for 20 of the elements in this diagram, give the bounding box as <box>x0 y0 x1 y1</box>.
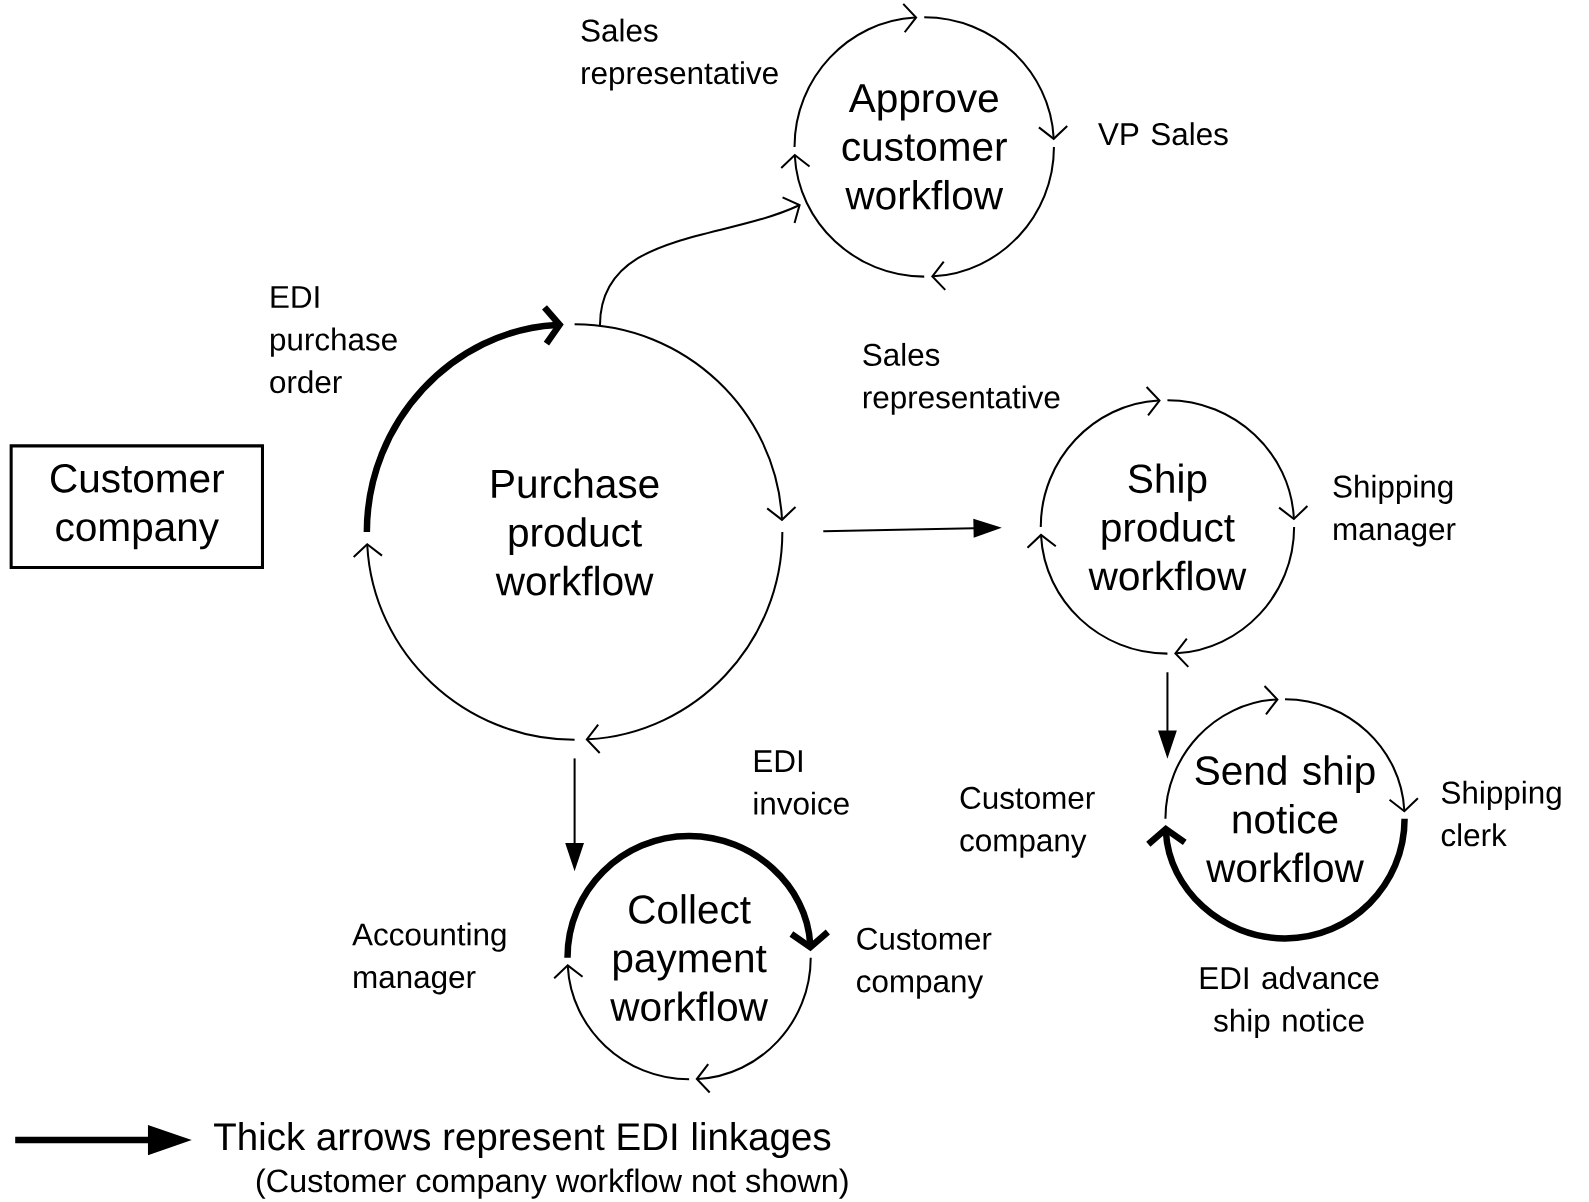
role-label: Accounting manager <box>352 922 506 995</box>
role-label: EDI purchase order <box>270 286 397 394</box>
company-box: Customer company <box>9 444 264 570</box>
workflow-label: Ship product workflow <box>1088 463 1247 591</box>
role-label: Sales representative <box>581 18 778 91</box>
role-label: Customer company <box>857 927 992 999</box>
role-label: Shipping clerk <box>1441 780 1561 847</box>
workflow-label: Purchase product workflow <box>492 468 659 596</box>
role-label: Sales representative <box>863 343 1060 415</box>
role-label: Shipping manager <box>1333 474 1456 547</box>
workflow-label: Send ship notice workflow <box>1195 755 1375 883</box>
role-label: EDI invoice <box>754 750 849 815</box>
workflow-label: Collect payment workflow <box>610 894 769 1022</box>
workflow-label: Approve customer workflow <box>842 84 1007 210</box>
arrow <box>598 196 801 326</box>
note: (Customer company workflow not shown) <box>256 1168 848 1199</box>
role-label: Customer company <box>960 786 1095 858</box>
role-label: VP Sales <box>1098 122 1228 146</box>
legend-text: Thick arrows represent EDI linkages <box>214 1122 831 1159</box>
role-label: EDI advance ship notice <box>1200 966 1379 1039</box>
